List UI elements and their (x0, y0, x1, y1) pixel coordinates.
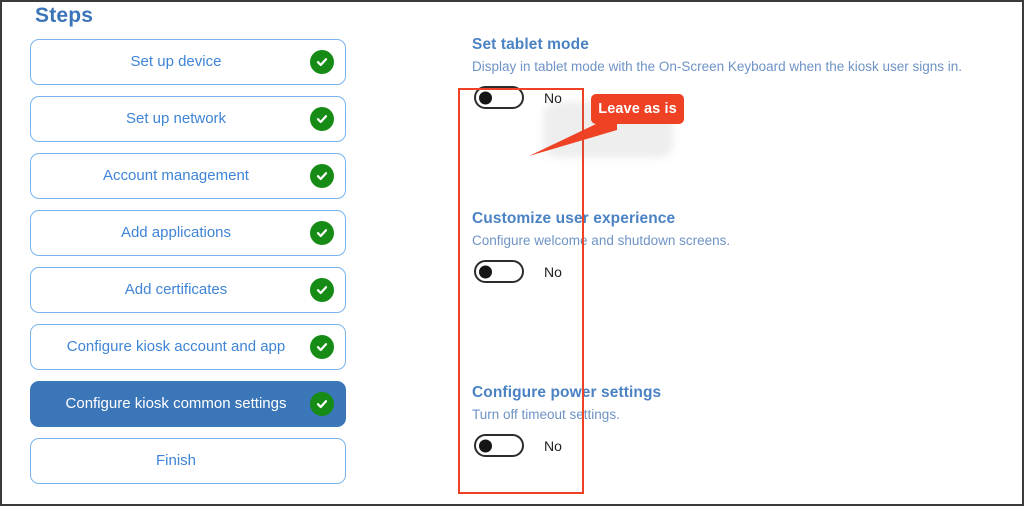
callout-text: Leave as is (598, 101, 677, 117)
section-description: Configure welcome and shutdown screens. (472, 233, 731, 248)
step-item-set-up-device[interactable]: Set up device (30, 39, 346, 85)
toggle-knob (479, 439, 492, 452)
section-description: Turn off timeout settings. (472, 407, 620, 422)
check-circle-icon (310, 221, 334, 245)
toggle-value-label: No (544, 437, 562, 454)
check-circle-icon (310, 50, 334, 74)
step-item-add-applications[interactable]: Add applications (30, 210, 346, 256)
toggle-knob (479, 265, 492, 278)
setting-section-configure-power-settings: Configure power settings Turn off timeou… (472, 384, 661, 457)
toggle-row-customize-user-experience: No (474, 260, 730, 283)
toggle-switch-tablet-mode[interactable] (474, 86, 524, 109)
step-label: Configure kiosk account and app (66, 337, 286, 355)
setting-section-customize-user-experience: Customize user experience Configure welc… (472, 210, 730, 283)
step-item-finish[interactable]: Finish (30, 438, 346, 484)
toggle-switch-configure-power-settings[interactable] (474, 434, 524, 457)
check-circle-icon (310, 335, 334, 359)
step-label: Configure kiosk common settings (65, 394, 287, 412)
step-item-add-certificates[interactable]: Add certificates (30, 267, 346, 313)
toggle-switch-customize-user-experience[interactable] (474, 260, 524, 283)
step-label: Set up network (125, 109, 227, 127)
step-item-account-management[interactable]: Account management (30, 153, 346, 199)
section-title: Customize user experience (472, 210, 676, 227)
step-label: Finish (155, 451, 196, 469)
check-circle-icon (310, 164, 334, 188)
check-circle-icon (310, 392, 334, 416)
step-label: Add applications (120, 223, 232, 241)
toggle-row-configure-power-settings: No (474, 434, 661, 457)
setting-section-set-tablet-mode: Set tablet mode Display in tablet mode w… (472, 36, 962, 109)
step-label: Set up device (130, 52, 222, 70)
callout-tail-icon (529, 114, 617, 156)
toggle-row-tablet-mode: No (474, 86, 962, 109)
steps-heading: Steps (35, 4, 94, 27)
toggle-knob (479, 91, 492, 104)
step-item-configure-kiosk-account-and-app[interactable]: Configure kiosk account and app (30, 324, 346, 370)
toggle-value-label: No (544, 263, 562, 280)
callout-bubble: Leave as is (591, 94, 684, 124)
callout-annotation: Leave as is (529, 94, 684, 158)
step-item-set-up-network[interactable]: Set up network (30, 96, 346, 142)
section-description: Display in tablet mode with the On-Scree… (472, 59, 963, 74)
step-label: Add certificates (124, 280, 228, 298)
toggle-value-label: No (544, 89, 562, 106)
step-label: Account management (103, 166, 249, 184)
check-circle-icon (310, 278, 334, 302)
check-circle-icon (310, 107, 334, 131)
steps-panel: Steps Set up device Set up network Accou… (30, 2, 346, 495)
step-item-configure-kiosk-common-settings[interactable]: Configure kiosk common settings (30, 381, 346, 427)
section-title: Set tablet mode (472, 36, 589, 53)
section-title: Configure power settings (472, 384, 662, 401)
